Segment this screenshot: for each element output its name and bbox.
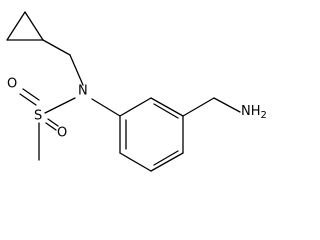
molecule-diagram: N S O O NH2 bbox=[6, 11, 267, 172]
atom-o1-label: O bbox=[7, 77, 17, 92]
bond-ring-a bbox=[119, 97, 152, 117]
amine-subscript: 2 bbox=[261, 110, 267, 121]
benzene-ring bbox=[119, 97, 184, 172]
bond-ring-inner-2 bbox=[153, 103, 179, 119]
bond-ring-to-ch2 bbox=[42, 39, 71, 56]
amine-main: NH bbox=[241, 104, 261, 119]
bond-ring-e bbox=[119, 152, 152, 172]
atom-n-label: N bbox=[78, 84, 88, 99]
bond-ch2-to-n bbox=[69, 54, 84, 86]
bond-s-o2-a bbox=[47, 118, 59, 127]
bond-s-o1-b bbox=[22, 88, 40, 101]
bond-ring-b bbox=[150, 97, 184, 117]
bond-ring-inner-3 bbox=[153, 150, 179, 166]
atom-o2-label: O bbox=[57, 126, 67, 141]
bond-ring-d bbox=[150, 152, 184, 172]
bond-s-o1-a bbox=[19, 93, 37, 106]
bond-aryl-to-ch2 bbox=[182, 97, 215, 117]
bond-ring-left bbox=[6, 11, 26, 41]
atom-s-label: S bbox=[34, 109, 42, 124]
bond-ch2-to-nh2 bbox=[213, 97, 241, 113]
bond-n-to-aryl bbox=[91, 98, 121, 117]
bond-n-to-s bbox=[44, 97, 76, 114]
atom-amine-label: NH2 bbox=[241, 104, 267, 121]
cyclopropyl-ring bbox=[6, 11, 44, 41]
bond-ring-right bbox=[24, 11, 44, 41]
bond-s-o2-b bbox=[45, 122, 57, 131]
